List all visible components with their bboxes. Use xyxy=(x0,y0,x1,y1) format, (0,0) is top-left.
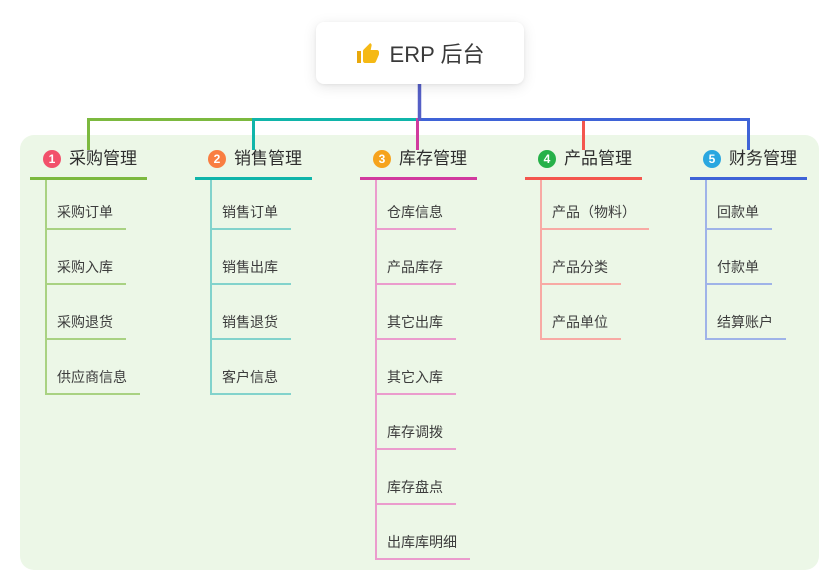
child-node-label: 采购退货 xyxy=(45,313,126,340)
child-node-label: 供应商信息 xyxy=(45,368,140,395)
branch-3: 3 库存管理仓库信息产品库存其它出库其它入库库存调拨库存盘点出库库明细 xyxy=(360,148,477,560)
child-node-label: 采购订单 xyxy=(45,203,126,230)
child-node-label: 库存盘点 xyxy=(375,478,456,505)
child-node[interactable]: 产品（物料） xyxy=(540,180,649,230)
branch-1: 1 采购管理采购订单采购入库采购退货供应商信息 xyxy=(30,148,147,395)
child-node[interactable]: 采购入库 xyxy=(45,230,147,285)
mindmap-branches-panel xyxy=(20,135,819,570)
branch-title-label: 销售管理 xyxy=(234,149,302,168)
child-node[interactable]: 结算账户 xyxy=(705,285,807,340)
child-node[interactable]: 仓库信息 xyxy=(375,180,477,230)
branch-children: 采购订单采购入库采购退货供应商信息 xyxy=(45,180,147,395)
child-node[interactable]: 销售订单 xyxy=(210,180,312,230)
child-node-label: 产品（物料） xyxy=(540,203,649,230)
child-node-label: 客户信息 xyxy=(210,368,291,395)
thumbs-up-icon xyxy=(356,43,379,63)
branch-children: 仓库信息产品库存其它出库其它入库库存调拨库存盘点出库库明细 xyxy=(375,180,477,560)
child-node[interactable]: 其它出库 xyxy=(375,285,477,340)
child-node-label: 采购入库 xyxy=(45,258,126,285)
branch-title-node[interactable]: 4 产品管理 xyxy=(525,148,642,180)
child-node[interactable]: 采购订单 xyxy=(45,180,147,230)
branch-title-node[interactable]: 5 财务管理 xyxy=(690,148,807,180)
child-node[interactable]: 销售出库 xyxy=(210,230,312,285)
branch-5: 5 财务管理回款单付款单结算账户 xyxy=(690,148,807,340)
branch-4: 4 产品管理产品（物料） 产品分类产品单位 xyxy=(525,148,649,340)
root-node-erp[interactable]: ERP 后台 xyxy=(316,22,524,84)
branch-title-node[interactable]: 3 库存管理 xyxy=(360,148,477,180)
branch-title-node[interactable]: 1 采购管理 xyxy=(30,148,147,180)
branch-title-label: 采购管理 xyxy=(69,149,137,168)
child-node-label: 出库库明细 xyxy=(375,533,470,560)
child-node-label: 销售订单 xyxy=(210,203,291,230)
child-node[interactable]: 出库库明细 xyxy=(375,505,477,560)
child-node[interactable]: 客户信息 xyxy=(210,340,312,395)
root-node-label: ERP 后台 xyxy=(389,42,485,67)
branch-number-badge: 5 xyxy=(703,150,721,168)
child-node-label: 其它入库 xyxy=(375,368,456,395)
child-node-label: 结算账户 xyxy=(705,313,786,340)
child-node[interactable]: 其它入库 xyxy=(375,340,477,395)
branch-number-badge: 3 xyxy=(373,150,391,168)
branch-title-label: 库存管理 xyxy=(399,149,467,168)
branch-number-badge: 1 xyxy=(43,150,61,168)
child-node-label: 仓库信息 xyxy=(375,203,456,230)
child-node[interactable]: 库存盘点 xyxy=(375,450,477,505)
branch-children: 产品（物料） 产品分类产品单位 xyxy=(540,180,649,340)
child-node[interactable]: 销售退货 xyxy=(210,285,312,340)
child-node-label: 产品单位 xyxy=(540,313,621,340)
branch-title-label: 产品管理 xyxy=(564,149,632,168)
child-node[interactable]: 产品单位 xyxy=(540,285,649,340)
child-node-label: 库存调拨 xyxy=(375,423,456,450)
child-node[interactable]: 采购退货 xyxy=(45,285,147,340)
branch-children: 销售订单销售出库销售退货客户信息 xyxy=(210,180,312,395)
child-node-label: 回款单 xyxy=(705,203,772,230)
branch-number-badge: 2 xyxy=(208,150,226,168)
branch-number-badge: 4 xyxy=(538,150,556,168)
child-node[interactable]: 回款单 xyxy=(705,180,807,230)
child-node[interactable]: 产品分类 xyxy=(540,230,649,285)
child-node-label: 付款单 xyxy=(705,258,772,285)
child-node-label: 其它出库 xyxy=(375,313,456,340)
child-node-label: 销售出库 xyxy=(210,258,291,285)
branch-2: 2 销售管理销售订单销售出库销售退货客户信息 xyxy=(195,148,312,395)
branch-title-node[interactable]: 2 销售管理 xyxy=(195,148,312,180)
child-node-label: 销售退货 xyxy=(210,313,291,340)
child-node[interactable]: 付款单 xyxy=(705,230,807,285)
child-node[interactable]: 产品库存 xyxy=(375,230,477,285)
child-node[interactable]: 库存调拨 xyxy=(375,395,477,450)
branch-children: 回款单付款单结算账户 xyxy=(705,180,807,340)
child-node-label: 产品库存 xyxy=(375,258,456,285)
child-node[interactable]: 供应商信息 xyxy=(45,340,147,395)
branch-title-label: 财务管理 xyxy=(729,149,797,168)
child-node-label: 产品分类 xyxy=(540,258,621,285)
